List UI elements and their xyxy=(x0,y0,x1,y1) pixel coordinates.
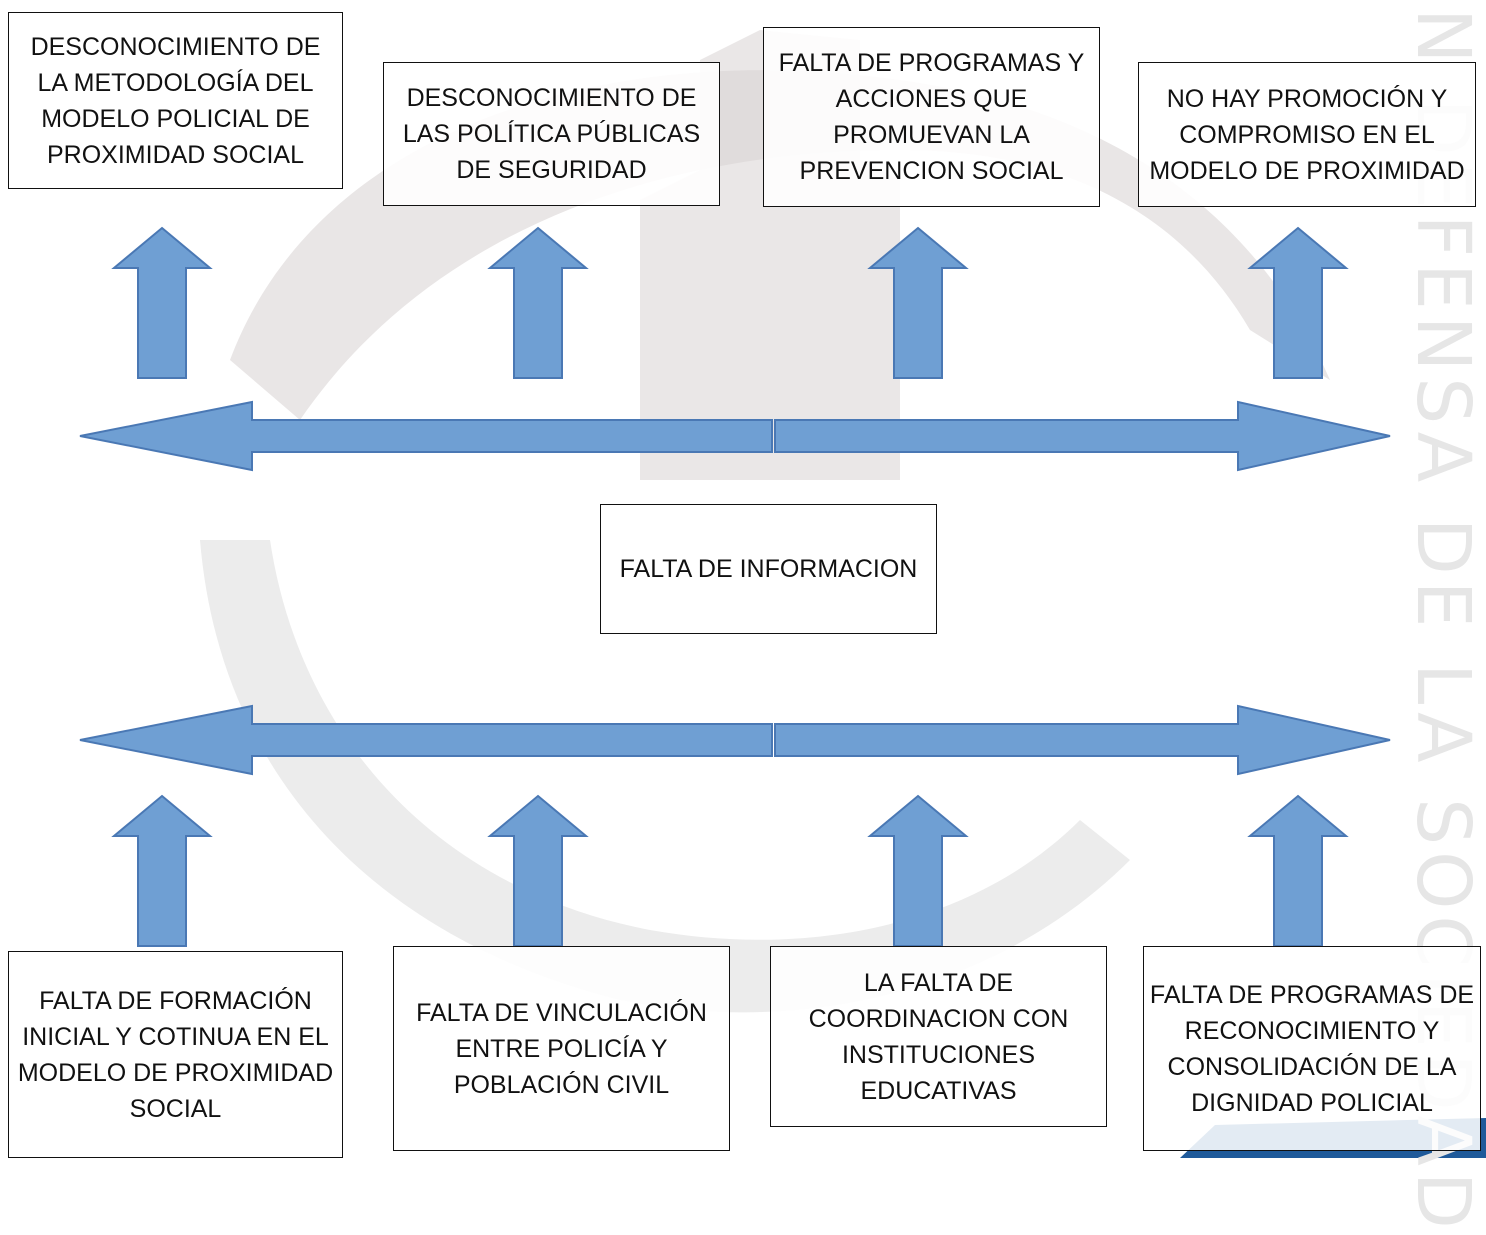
effect-box-3: FALTA DE PROGRAMAS Y ACCIONES QUE PROMUE… xyxy=(763,27,1100,207)
cause-text-2: FALTA DE VINCULACIÓN ENTRE POLICÍA Y POB… xyxy=(416,998,707,1099)
watermark-swoosh-bottom xyxy=(200,540,1130,1013)
effect-box-2: DESCONOCIMIENTO DE LAS POLÍTICA PÚBLICAS… xyxy=(383,62,720,206)
effect-text-4: NO HAY PROMOCIÓN Y COMPROMISO EN EL MODE… xyxy=(1149,84,1465,185)
cause-text-4: FALTA DE PROGRAMAS DE RECONOCIMIENTO Y C… xyxy=(1149,980,1475,1117)
effect-text-3: FALTA DE PROGRAMAS Y ACCIONES QUE PROMUE… xyxy=(778,49,1085,185)
cause-up-arrow-4 xyxy=(1247,794,1349,947)
cause-box-4: FALTA DE PROGRAMAS DE RECONOCIMIENTO Y C… xyxy=(1143,946,1481,1151)
lower-right-arrow xyxy=(774,704,1391,776)
upper-right-arrow xyxy=(774,400,1391,472)
effect-up-arrow-1 xyxy=(111,226,213,379)
cause-box-1: FALTA DE FORMACIÓN INICIAL Y COTINUA EN … xyxy=(8,951,343,1158)
effect-text-1: DESCONOCIMIENTO DE LA METODOLOGÍA DEL MO… xyxy=(30,32,321,169)
problem-tree-diagram: N DEFENSA DE LA SOCIEDAD DESCONOCIMIENTO… xyxy=(8,8,1486,1235)
arrow-layer xyxy=(79,226,1391,947)
cause-box-3: LA FALTA DE COORDINACION CON INSTITUCION… xyxy=(770,946,1107,1127)
central-problem-text: FALTA DE INFORMACION xyxy=(619,555,918,583)
central-problem-box: FALTA DE INFORMACION xyxy=(600,504,937,634)
effect-up-arrow-2 xyxy=(487,226,589,379)
effect-up-arrow-3 xyxy=(867,226,969,379)
cause-text-1: FALTA DE FORMACIÓN INICIAL Y COTINUA EN … xyxy=(17,986,334,1123)
cause-box-2: FALTA DE VINCULACIÓN ENTRE POLICÍA Y POB… xyxy=(393,946,730,1151)
cause-up-arrow-2 xyxy=(487,794,589,947)
lower-left-arrow xyxy=(79,704,773,776)
cause-up-arrow-1 xyxy=(111,794,213,947)
upper-left-arrow xyxy=(79,400,773,472)
cause-text-3: LA FALTA DE COORDINACION CON INSTITUCION… xyxy=(808,968,1069,1105)
effect-up-arrow-4 xyxy=(1247,226,1349,379)
effect-box-1: DESCONOCIMIENTO DE LA METODOLOGÍA DEL MO… xyxy=(8,12,343,189)
effect-box-4: NO HAY PROMOCIÓN Y COMPROMISO EN EL MODE… xyxy=(1138,62,1476,207)
cause-up-arrow-3 xyxy=(867,794,969,947)
effect-text-2: DESCONOCIMIENTO DE LAS POLÍTICA PÚBLICAS… xyxy=(402,84,701,184)
